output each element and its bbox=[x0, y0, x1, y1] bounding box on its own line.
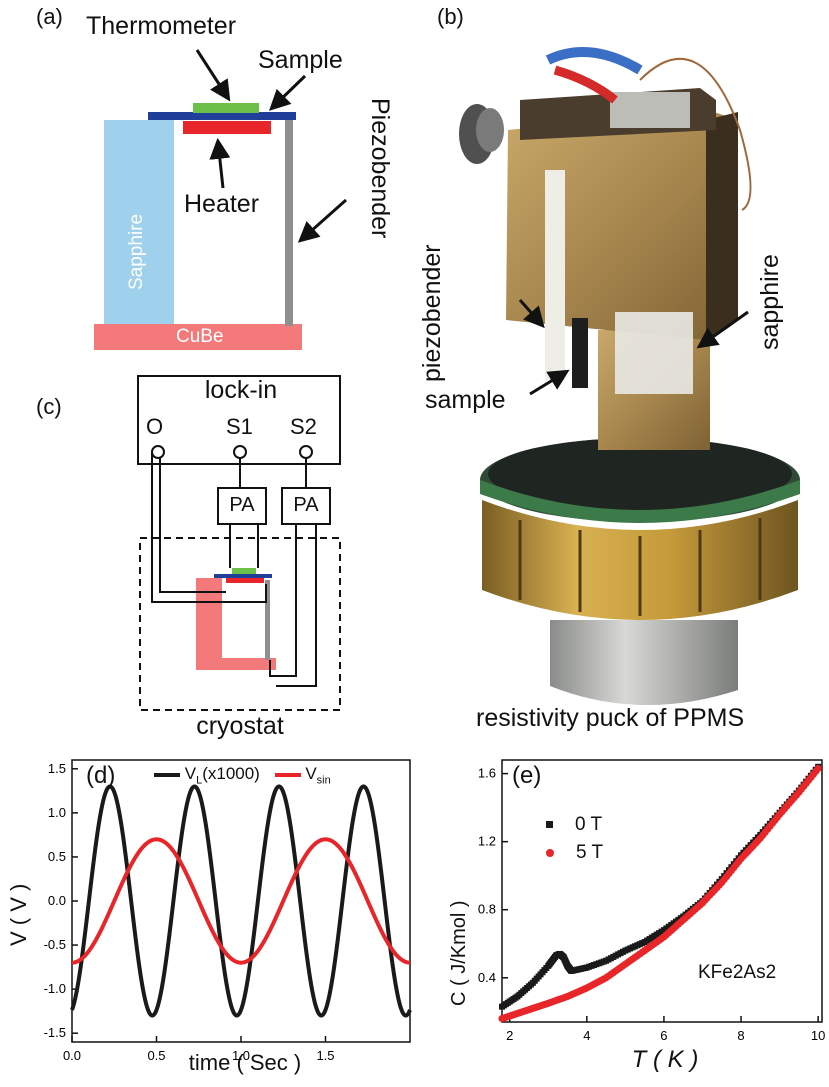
chart-e-legend: 0 T 5 T bbox=[546, 814, 603, 864]
data-point-5t bbox=[814, 764, 822, 773]
chart-d-xlabel: time ( Sec ) bbox=[188, 1050, 302, 1075]
x-tick-label: 0.5 bbox=[147, 1048, 165, 1063]
chart-e-xlabel: T ( K ) bbox=[508, 1046, 822, 1074]
chart-e-ylabel-wrap: C ( J/Kmol ) bbox=[448, 820, 478, 1020]
y-tick-label: -1.0 bbox=[44, 981, 66, 996]
lockin-output-label: O bbox=[146, 414, 164, 439]
sample-label: Sample bbox=[258, 46, 343, 74]
chart-e-frame bbox=[501, 759, 823, 1023]
legend-name-vsin: Vsin bbox=[305, 764, 331, 787]
y-tick-label: -0.5 bbox=[44, 937, 66, 952]
thermometer-label: Thermometer bbox=[86, 12, 237, 40]
cube-base bbox=[94, 324, 302, 350]
ppms-puck-photo bbox=[459, 47, 800, 706]
y-tick-label: 1.0 bbox=[48, 805, 66, 820]
y-tick-label: -1.5 bbox=[44, 1025, 66, 1040]
legend-marker-0t bbox=[546, 821, 553, 829]
sample-arrow bbox=[268, 74, 307, 111]
x-tick-label: 1.5 bbox=[316, 1048, 334, 1063]
photo-sample-label: sample bbox=[425, 386, 506, 414]
cryostat-label: cryostat bbox=[196, 712, 284, 740]
chart-e-ylabel: C ( J/Kmol ) bbox=[448, 900, 470, 1006]
series-line-vsin bbox=[71, 837, 411, 965]
panel-e-label: (e) bbox=[512, 762, 542, 789]
x-tick-label: 10 bbox=[811, 1028, 825, 1043]
legend-item-0t: 0 T bbox=[546, 814, 603, 836]
chart-e-xlabel-text: T ( K ) bbox=[631, 1046, 699, 1073]
legend-label-0t: 0 T bbox=[575, 814, 603, 835]
legend-name-vl: VL(x1000) bbox=[184, 764, 260, 787]
chart-e-annotation: KFe2As2 bbox=[698, 962, 777, 983]
sapphire-block bbox=[104, 120, 174, 328]
preamp-2-label: PA bbox=[293, 494, 319, 516]
legend-label-5t: 5 T bbox=[576, 842, 604, 863]
lockin-s2-label: S2 bbox=[290, 414, 317, 439]
heater-strip bbox=[183, 121, 271, 134]
piezobender-bar bbox=[285, 120, 293, 326]
lockin-s1-label: S1 bbox=[226, 414, 253, 439]
pa1-box bbox=[217, 487, 267, 525]
cryostat-box bbox=[139, 537, 341, 711]
series-line-vl bbox=[70, 784, 412, 1018]
panel-c-circuit bbox=[137, 375, 341, 711]
preamp-1-label: PA bbox=[229, 494, 255, 516]
panel-d-label: (d) bbox=[86, 762, 116, 789]
lockin-label: lock-in bbox=[204, 376, 278, 404]
legend-marker-5t bbox=[546, 848, 554, 857]
y-tick-label: 1.2 bbox=[478, 834, 496, 849]
x-tick-label: 0.0 bbox=[63, 1048, 81, 1063]
y-tick-label: 0.0 bbox=[48, 893, 66, 908]
x-tick-label: 1.0 bbox=[232, 1048, 250, 1063]
x-tick-label: 6 bbox=[660, 1028, 667, 1043]
legend-swatch-vsin bbox=[274, 772, 301, 777]
x-tick-label: 2 bbox=[506, 1028, 513, 1043]
thermometer-strip bbox=[193, 103, 259, 113]
sample-plate bbox=[148, 112, 296, 120]
piezobender-arrow bbox=[297, 198, 347, 243]
heater-arrow bbox=[209, 137, 231, 189]
thermometer-arrow bbox=[195, 49, 231, 102]
panel-b-label: (b) bbox=[437, 4, 464, 29]
panel-a-diagram bbox=[94, 49, 347, 350]
panel-a-label: (a) bbox=[36, 4, 63, 29]
y-tick-label: 0.5 bbox=[48, 849, 66, 864]
panel-c-label: (c) bbox=[36, 394, 62, 419]
heater-label: Heater bbox=[184, 190, 260, 218]
legend-item-5t: 5 T bbox=[546, 842, 603, 864]
cube-label: CuBe bbox=[176, 326, 224, 347]
x-tick-label: 8 bbox=[737, 1028, 744, 1043]
y-tick-label: 1.5 bbox=[48, 761, 66, 776]
y-tick-label: 0.4 bbox=[478, 970, 496, 985]
photo-arrows bbox=[518, 299, 749, 396]
puck-caption: resistivity puck of PPMS bbox=[476, 704, 745, 732]
chart-d-legend: VL(x1000) Vsin bbox=[154, 764, 331, 786]
x-tick-label: 4 bbox=[583, 1028, 590, 1043]
y-tick-label: 0.8 bbox=[478, 902, 496, 917]
y-tick-label: 1.6 bbox=[478, 766, 496, 781]
legend-swatch-vl bbox=[154, 772, 180, 777]
